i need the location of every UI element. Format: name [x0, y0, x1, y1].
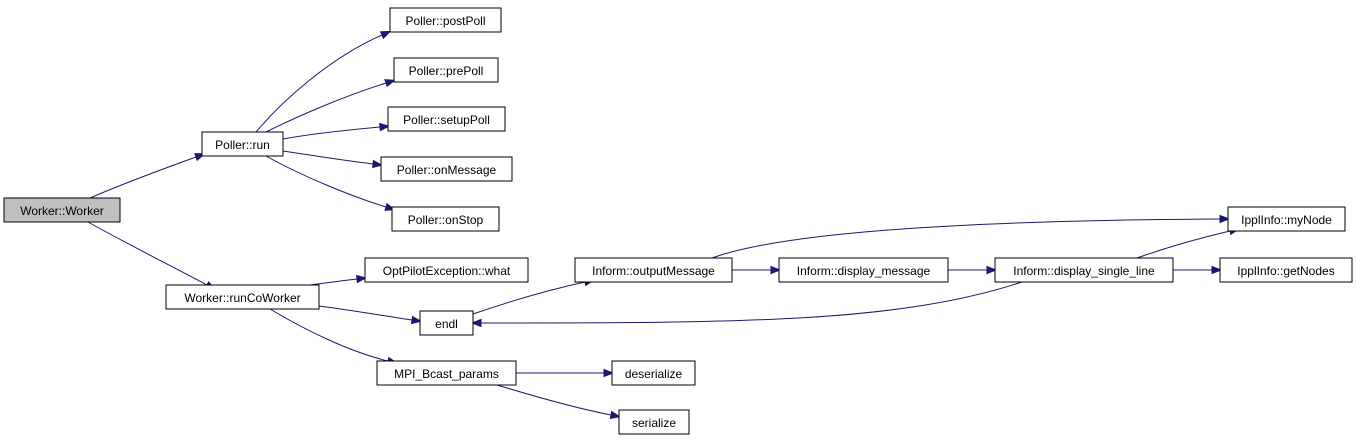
edge-poller-run-to-pre-poll — [265, 79, 396, 133]
node-optpilotexception-what[interactable]: OptPilotException::what — [364, 257, 529, 283]
edge-line — [269, 308, 389, 362]
edge-output-message-to-my-node — [711, 214, 1231, 259]
edge-line — [255, 34, 383, 133]
arrowhead-icon — [770, 265, 782, 275]
edge-line — [711, 218, 1221, 259]
node-ipplinfo-getnodes[interactable]: IpplInfo::getNodes — [1219, 257, 1353, 283]
node-label: Worker::runCoWorker — [184, 291, 300, 305]
edge-output-message-to-display-message — [732, 265, 782, 275]
node-endl[interactable]: endl — [419, 310, 474, 336]
nodes-layer: Worker::Worker Poller::run Poller::postP… — [3, 7, 1353, 435]
node-label: deserialize — [625, 367, 683, 381]
edge-endl-to-output-message — [472, 277, 596, 315]
edge-run-co-worker-to-endl — [318, 305, 423, 325]
node-label: Poller::postPoll — [405, 14, 485, 28]
node-poller-onmessage[interactable]: Poller::onMessage — [380, 156, 513, 182]
edge-worker-to-poller-run — [89, 153, 206, 199]
edge-run-co-worker-to-mpi-bcast — [269, 308, 399, 365]
node-worker-worker[interactable]: Worker::Worker — [3, 197, 121, 223]
arrowhead-icon — [1211, 265, 1223, 275]
node-label: Poller::onMessage — [397, 163, 497, 177]
edge-mpi-bcast-to-deserialize — [516, 368, 615, 378]
arrowhead-icon — [379, 30, 392, 40]
edge-line — [318, 305, 413, 321]
node-poller-run[interactable]: Poller::run — [201, 131, 284, 157]
node-label: Inform::display_message — [797, 264, 931, 278]
edge-run-co-worker-to-opt-pilot-what — [309, 274, 368, 286]
arrowhead-icon — [410, 315, 423, 325]
node-label: MPI_Bcast_params — [394, 367, 499, 381]
node-ipplinfo-mynode[interactable]: IpplInfo::myNode — [1227, 206, 1346, 232]
node-label: OptPilotException::what — [383, 264, 511, 278]
arrowhead-icon — [1219, 214, 1231, 224]
node-label: Poller::setupPoll — [403, 113, 490, 127]
node-label: Poller::run — [215, 138, 270, 152]
edge-display-single-line-to-get-nodes — [1173, 265, 1223, 275]
edge-mpi-bcast-to-serialize — [496, 384, 622, 420]
arrowhead-icon — [384, 79, 396, 88]
node-poller-setuppoll[interactable]: Poller::setupPoll — [387, 106, 506, 132]
arrowhead-icon — [372, 159, 384, 169]
node-poller-prepoll[interactable]: Poller::prePoll — [393, 57, 499, 83]
node-label: IpplInfo::myNode — [1241, 213, 1332, 227]
edge-poller-run-to-post-poll — [255, 30, 392, 133]
node-label: serialize — [632, 416, 676, 430]
node-label: Inform::display_single_line — [1013, 264, 1155, 278]
node-serialize[interactable]: serialize — [618, 409, 690, 435]
node-label: Poller::onStop — [408, 213, 484, 227]
node-inform-display-single-line[interactable]: Inform::display_single_line — [994, 257, 1174, 283]
edge-poller-run-to-on-message — [282, 150, 384, 169]
edge-line — [309, 278, 358, 286]
edge-display-single-line-to-my-node — [1136, 226, 1241, 259]
edge-line — [265, 155, 387, 208]
edge-line — [87, 221, 208, 286]
node-poller-postpoll[interactable]: Poller::postPoll — [389, 7, 502, 33]
edge-poller-run-to-setup-poll — [282, 122, 391, 140]
edge-line — [265, 82, 387, 133]
edge-display-message-to-display-single-line — [948, 265, 998, 275]
node-inform-display-message[interactable]: Inform::display_message — [778, 257, 949, 283]
node-label: Poller::prePoll — [409, 64, 484, 78]
node-label: Worker::Worker — [20, 204, 104, 218]
node-worker-runcoworker[interactable]: Worker::runCoWorker — [165, 284, 320, 310]
edge-line — [480, 281, 1023, 324]
edge-line — [496, 384, 612, 416]
node-label: IpplInfo::getNodes — [1237, 264, 1334, 278]
arrowhead-icon — [986, 265, 998, 275]
edge-line — [1136, 230, 1231, 259]
edge-worker-to-run-co-worker — [87, 221, 217, 290]
edge-line — [282, 150, 374, 165]
node-deserialize[interactable]: deserialize — [611, 360, 696, 386]
arrowhead-icon — [379, 122, 391, 132]
arrowhead-icon — [609, 410, 622, 420]
node-label: endl — [435, 317, 458, 331]
edge-line — [89, 156, 197, 199]
node-inform-outputmessage[interactable]: Inform::outputMessage — [574, 257, 733, 283]
arrowhead-icon — [470, 318, 482, 328]
arrowhead-icon — [356, 274, 368, 284]
edge-line — [282, 126, 381, 140]
edges-layer — [87, 30, 1241, 420]
arrowhead-icon — [603, 368, 615, 378]
edge-line — [472, 281, 586, 315]
edge-display-single-line-to-endl — [470, 281, 1023, 328]
node-poller-onstop[interactable]: Poller::onStop — [391, 206, 500, 232]
node-label: Inform::outputMessage — [592, 264, 715, 278]
node-mpi-bcast-params[interactable]: MPI_Bcast_params — [376, 360, 517, 386]
